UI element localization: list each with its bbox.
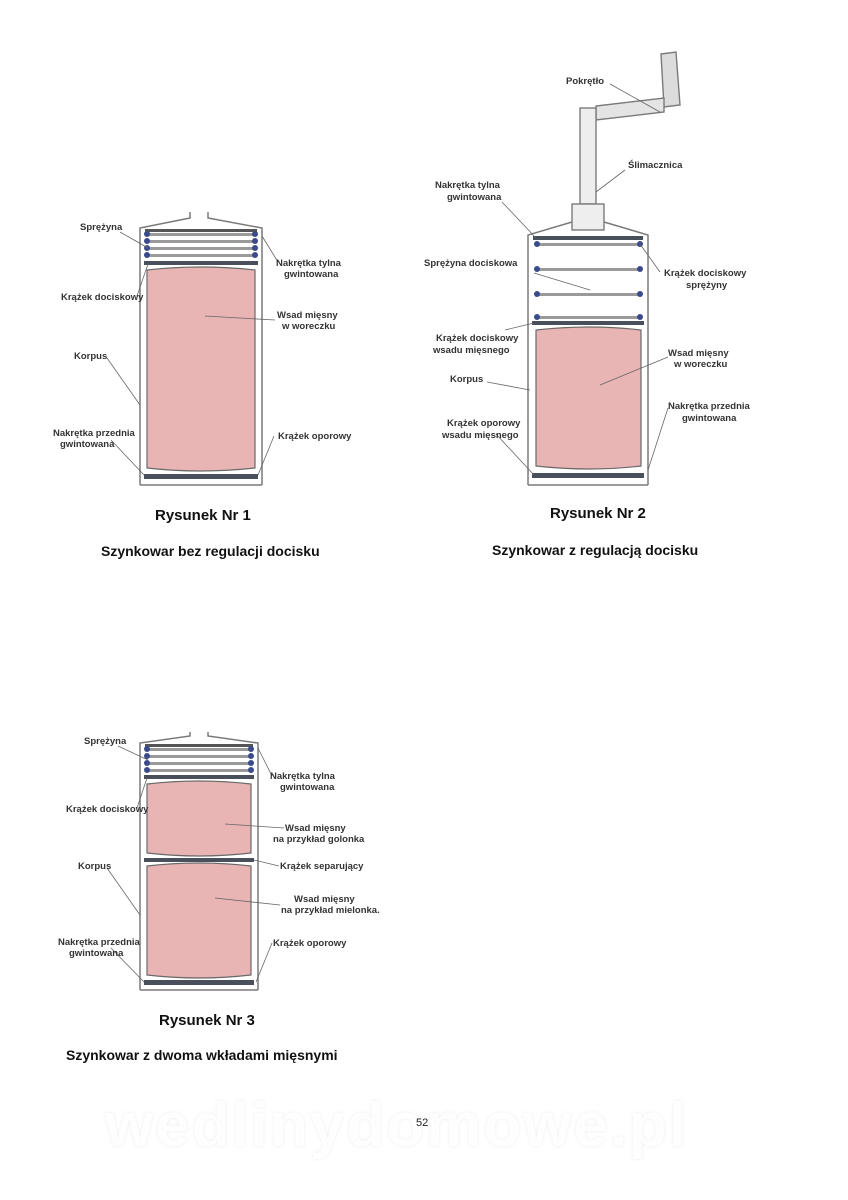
figure-3-leaders	[106, 745, 285, 983]
figure-2-label-stop-disc-2: wsadu mięsnego	[441, 430, 519, 441]
figure-3-label-front-nut-1: Nakrętka przednia	[58, 937, 141, 948]
figure-1-label-press-disc: Krążek dociskowy	[61, 292, 144, 303]
figure-1-subtitle: Szynkowar bez regulacji docisku	[101, 543, 320, 559]
figure-2-stop-disc	[532, 473, 644, 478]
figure-3-label-stop-disc: Krążek oporowy	[273, 938, 347, 949]
figure-1-label-back-nut-1: Nakrętka tylna	[276, 258, 342, 269]
figure-3-label-meat1-2: na przykład golonka	[273, 834, 365, 845]
figure-1-label-front-nut-2: gwintowana	[60, 439, 115, 450]
figure-1-press-disc	[144, 261, 258, 265]
figure-1-back-nut	[145, 229, 257, 232]
figure-2-back-nut	[533, 236, 643, 240]
figure-2-housing	[527, 221, 649, 486]
figure-3-label-back-nut-2: gwintowana	[280, 782, 335, 793]
figure-3-housing	[139, 732, 259, 991]
figure-2-press-spring	[534, 241, 643, 320]
figure-1-stop-disc	[144, 474, 258, 479]
figure-3-label-meat2-2: na przykład mielonka.	[281, 905, 380, 916]
figure-2-leaders	[486, 83, 669, 476]
figure-2-label-spring-disc-2: sprężyny	[686, 280, 728, 291]
figure-1-label-back-nut-2: gwintowana	[284, 269, 339, 280]
figure-1-label-spring: Sprężyna	[80, 222, 123, 233]
figure-2-knob	[595, 51, 681, 121]
figure-2-meat	[535, 326, 642, 470]
figure-3-stop-disc	[144, 980, 254, 985]
figure-2-label-back-nut-2: gwintowana	[447, 192, 502, 203]
figure-2-meat-press-disc	[532, 321, 644, 325]
figure-1-title: Rysunek Nr 1	[155, 507, 251, 524]
figure-1-label-body: Korpus	[74, 351, 107, 362]
figure-1-meat	[146, 266, 256, 472]
figure-2-label-front-nut-1: Nakrętka przednia	[668, 401, 751, 412]
figure-3-meat-2	[146, 862, 252, 979]
figure-2-label-body: Korpus	[450, 374, 483, 385]
figure-2-label-back-nut-1: Nakrętka tylna	[435, 180, 501, 191]
figure-2-label-stop-disc-1: Krążek oporowy	[447, 418, 521, 429]
figure-3-label-back-nut-1: Nakrętka tylna	[270, 771, 336, 782]
figure-3-label-body: Korpus	[78, 861, 111, 872]
figure-3-meat-1	[146, 780, 252, 857]
figure-3-label-meat2-1: Wsad mięsny	[294, 894, 355, 905]
figure-2-label-knob: Pokrętło	[566, 76, 604, 87]
figure-3-title: Rysunek Nr 3	[159, 1012, 255, 1029]
figure-1-label-meat-2: w woreczku	[281, 321, 336, 332]
figure-3-label-sep-disc: Krążek separujący	[280, 861, 364, 872]
figure-3-separator-disc	[144, 858, 254, 862]
figure-3-spring	[144, 746, 254, 773]
figure-1-leaders	[106, 231, 279, 476]
figure-2-screw	[571, 107, 605, 231]
figure-1-housing	[139, 212, 263, 486]
figure-2-label-meat-press-disc-1: Krążek dociskowy	[436, 333, 519, 344]
figure-2-title: Rysunek Nr 2	[550, 505, 646, 522]
figure-3-label-press-disc: Krążek dociskowy	[66, 804, 149, 815]
page-number: 52	[416, 1117, 429, 1129]
figure-2-label-spring-disc-1: Krążek dociskowy	[664, 268, 747, 279]
figure-3-label-meat1-1: Wsad mięsny	[285, 823, 346, 834]
figure-2-label-screw: Ślimacznica	[628, 159, 683, 171]
figure-3-press-disc	[144, 775, 254, 779]
figure-3-subtitle: Szynkowar z dwoma wkładami mięsnymi	[66, 1047, 338, 1063]
figure-3-label-spring: Sprężyna	[84, 736, 127, 747]
figure-3-label-front-nut-2: gwintowana	[69, 948, 124, 959]
figure-2-label-press-spring: Sprężyna dociskowa	[424, 258, 518, 269]
figure-1-label-meat-1: Wsad mięsny	[277, 310, 338, 321]
figure-2-label-meat-press-disc-2: wsadu mięsnego	[432, 345, 510, 356]
figure-2-subtitle: Szynkowar z regulacją docisku	[492, 542, 699, 558]
watermark: wedlinydomowe.pl	[105, 1091, 689, 1160]
figure-1-label-stop-disc: Krążek oporowy	[278, 431, 352, 442]
figure-3-back-nut	[145, 744, 253, 747]
figure-1-spring	[144, 231, 258, 258]
figure-2-label-meat-2: w woreczku	[673, 359, 728, 370]
figure-2-label-front-nut-2: gwintowana	[682, 413, 737, 424]
figure-1-label-front-nut-1: Nakrętka przednia	[53, 428, 136, 439]
figure-2-label-meat-1: Wsad mięsny	[668, 348, 729, 359]
